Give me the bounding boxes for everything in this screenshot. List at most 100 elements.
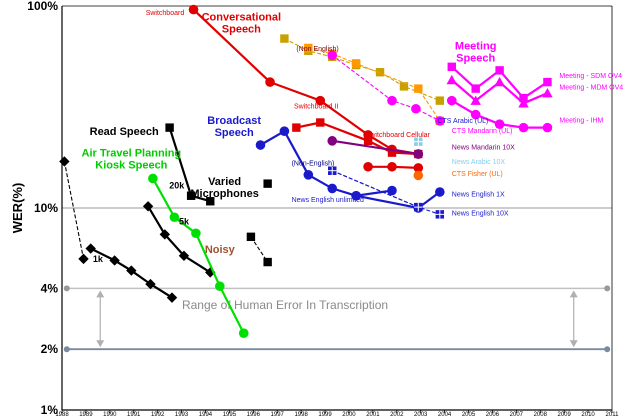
x-tick-label: 2008 xyxy=(534,412,548,416)
series-point xyxy=(387,185,397,196)
series-group-item xyxy=(446,95,553,133)
x-tick-label: 2010 xyxy=(581,412,595,416)
x-tick-label: 1991 xyxy=(127,412,141,416)
series-point xyxy=(411,103,421,114)
series-point xyxy=(188,4,199,15)
series-point xyxy=(470,109,481,120)
series-point xyxy=(280,34,289,43)
series-group-item xyxy=(165,123,215,206)
series-point xyxy=(191,228,201,239)
series-point xyxy=(109,255,120,266)
series-point xyxy=(413,149,424,159)
series-point xyxy=(435,116,445,126)
series-point xyxy=(255,140,266,150)
series-point xyxy=(292,123,301,132)
series-point xyxy=(304,43,313,53)
series-point xyxy=(387,95,397,106)
series-point xyxy=(279,126,290,136)
x-tick-label: 1997 xyxy=(271,412,285,416)
human-error-endpoint xyxy=(604,285,611,292)
annotation-line: Microphones xyxy=(190,188,258,200)
annotation-label: Noisy xyxy=(205,244,236,256)
series-point xyxy=(446,74,457,85)
series-point xyxy=(148,173,158,184)
series-point xyxy=(85,243,96,254)
x-tick-label: 1990 xyxy=(103,412,117,416)
series-point xyxy=(351,59,361,68)
annotation-label: Read Speech xyxy=(90,126,159,138)
series-point xyxy=(447,62,456,72)
x-tick-label: 1993 xyxy=(175,412,189,416)
point-label: CTS Arabic (UL) xyxy=(437,118,488,125)
human-error-range: Range of Human Error In Transcription xyxy=(63,285,611,353)
annotation-line: Speech xyxy=(456,52,495,64)
series-group-item xyxy=(59,156,89,265)
point-label: Switchboard II xyxy=(294,104,338,111)
series-point xyxy=(327,50,338,61)
series-point xyxy=(126,265,137,276)
human-error-arrowhead xyxy=(569,290,578,298)
point-label: News English 1X xyxy=(452,192,505,199)
point-label: (Non-English) xyxy=(292,161,335,168)
series-point xyxy=(351,190,361,201)
annotation-line: Conversational xyxy=(202,11,281,23)
series-group-item xyxy=(351,187,445,213)
annotation-line: Air Travel Planning xyxy=(82,147,182,159)
series-point xyxy=(238,328,249,338)
series-line xyxy=(147,205,211,274)
series-point xyxy=(399,82,409,91)
annotation-label: 20k xyxy=(169,180,185,190)
series-point xyxy=(435,187,445,197)
series-group-item xyxy=(246,232,272,267)
series-point xyxy=(435,96,445,105)
x-tick-label: 2011 xyxy=(606,412,620,416)
series-line xyxy=(331,54,441,122)
annotation-label: 1k xyxy=(93,254,104,264)
series-point xyxy=(375,68,385,77)
series-point xyxy=(59,156,70,167)
point-label: CTS Fisher (UL) xyxy=(452,171,503,178)
human-error-arrowhead xyxy=(569,340,578,348)
series-point xyxy=(215,281,225,292)
series-point xyxy=(206,197,215,206)
point-label: Meeting - MDM OV4 xyxy=(559,85,623,92)
x-tick-label: 2000 xyxy=(342,412,356,416)
human-error-endpoint xyxy=(604,346,611,353)
series-point xyxy=(413,163,424,173)
series-point xyxy=(145,278,156,290)
x-tick-label: 2005 xyxy=(462,412,476,416)
point-label: News Arabic 10X xyxy=(452,159,506,166)
point-label: Switchboard Cellular xyxy=(366,132,431,139)
series-point xyxy=(363,161,373,172)
x-tick-label: 2009 xyxy=(557,412,571,416)
y-tick-label: 2% xyxy=(41,342,59,356)
x-tick-label: 2002 xyxy=(390,412,404,416)
series-group-item xyxy=(327,136,424,159)
series-point xyxy=(494,76,505,87)
series-point xyxy=(263,179,272,188)
y-tick-label: 100% xyxy=(27,0,58,13)
point-label: News Mandarin 10X xyxy=(452,144,515,151)
x-tick-label: 1988 xyxy=(55,412,69,416)
annotation-label: 5k xyxy=(179,216,190,226)
series-group-item xyxy=(328,166,445,219)
series-point xyxy=(78,253,89,265)
series-group-item xyxy=(327,50,445,126)
x-tick-label: 2001 xyxy=(366,412,380,416)
human-error-endpoint xyxy=(63,285,70,292)
series-point xyxy=(494,119,505,129)
annotation-line: Meeting xyxy=(455,40,497,52)
annotation-line: Read Speech xyxy=(90,126,159,138)
series-point xyxy=(327,183,338,194)
annotation-line: Varied xyxy=(208,176,241,188)
series-point xyxy=(169,212,180,223)
human-error-arrowhead xyxy=(96,340,105,348)
annotation-line: Speech xyxy=(215,127,254,139)
series-point xyxy=(470,95,481,105)
point-label: Meeting - IHM xyxy=(559,118,603,125)
y-tick-label: 4% xyxy=(41,281,59,295)
